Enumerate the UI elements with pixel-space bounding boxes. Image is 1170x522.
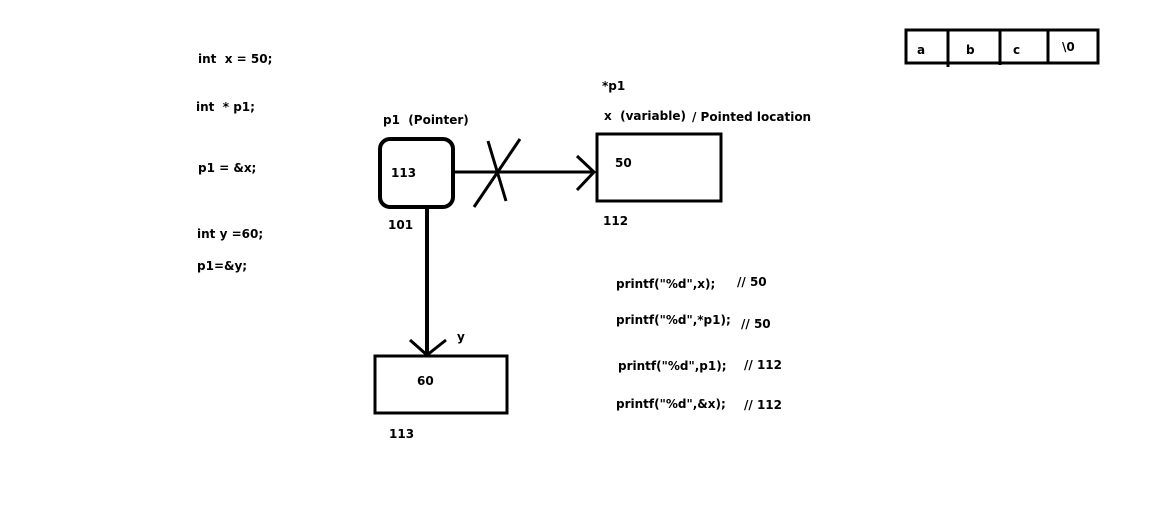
code-line-3: p1 = &x; — [198, 161, 257, 175]
code-line-1: int x = 50; — [198, 52, 273, 66]
code-line-4: int y =60; — [197, 227, 264, 241]
y-value: 60 — [417, 374, 434, 388]
x-value: 50 — [615, 156, 632, 170]
char-cell-c: c — [1013, 43, 1021, 57]
printf-comment: // 112 — [744, 398, 782, 412]
code-line-5: p1=&y; — [197, 259, 248, 273]
printf-statement: printf("%d",*p1); — [616, 313, 731, 327]
printf-comment: // 50 — [741, 317, 771, 331]
arrow-to-x-head — [575, 154, 597, 192]
char-cell-null: \0 — [1062, 40, 1075, 54]
code-line-2: int * p1; — [196, 100, 255, 114]
pointer-title: p1 (Pointer) — [383, 113, 469, 127]
y-variable-box — [373, 354, 509, 415]
cross-mark-stroke-2 — [486, 140, 508, 202]
pointer-address: 101 — [388, 218, 414, 232]
pointed-location-note: / Pointed location — [692, 110, 812, 124]
printf-statement: printf("%d",&x); — [616, 397, 726, 411]
char-cell-b: b — [966, 43, 975, 57]
deref-label: *p1 — [602, 79, 626, 93]
pointer-value: 113 — [391, 166, 417, 180]
printf-comment: // 112 — [744, 358, 782, 372]
y-title: y — [457, 330, 465, 344]
char-cell-a: a — [917, 43, 926, 57]
x-variable-box — [595, 132, 723, 203]
x-address: 112 — [603, 214, 629, 228]
printf-comment: // 50 — [737, 275, 767, 289]
printf-statement: printf("%d",p1); — [618, 359, 727, 373]
x-title: x (variable) — [604, 109, 686, 123]
y-address: 113 — [389, 427, 415, 441]
char-array-box — [904, 28, 1100, 65]
printf-statement: printf("%d",x); — [616, 277, 716, 291]
